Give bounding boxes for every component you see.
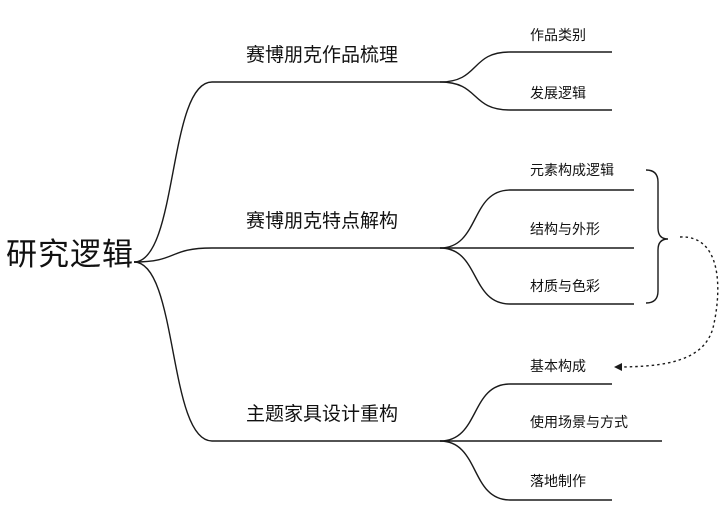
branch-3-leaf-1-connector [439, 383, 612, 442]
root-to-branch-2-connector [133, 247, 440, 263]
branch-2-label: 赛博朋克特点解构 [246, 210, 399, 232]
branch-3-label: 主题家具设计重构 [246, 403, 399, 425]
grouping-brace [645, 169, 669, 304]
branch-2-leaf-3-connector [439, 247, 634, 305]
branch-2-leaf-1: 元素构成逻辑 [530, 163, 614, 179]
branch-3-leaf-3-connector [439, 440, 612, 501]
dotted-arrow [614, 236, 719, 371]
root-node-label: 研究逻辑 [6, 237, 134, 273]
branch-2-leaf-2: 结构与外形 [530, 222, 600, 238]
branch-1-leaf-2-connector [439, 81, 612, 111]
branch-2-leaf-3: 材质与色彩 [530, 279, 600, 295]
branch-2-leaf-1-connector [439, 189, 634, 249]
root-to-branch-3-connector [133, 261, 440, 442]
branch-3-leaf-3: 落地制作 [530, 474, 586, 490]
branch-1-leaf-1-connector [439, 51, 612, 83]
branch-1-leaf-1: 作品类别 [530, 28, 586, 44]
branch-1-label: 赛博朋克作品梳理 [246, 44, 399, 66]
branch-3-leaf-1: 基本构成 [530, 359, 586, 375]
root-to-branch-1-connector [133, 81, 440, 263]
branch-3-leaf-2: 使用场景与方式 [530, 415, 628, 431]
branch-1-leaf-2: 发展逻辑 [530, 86, 586, 102]
